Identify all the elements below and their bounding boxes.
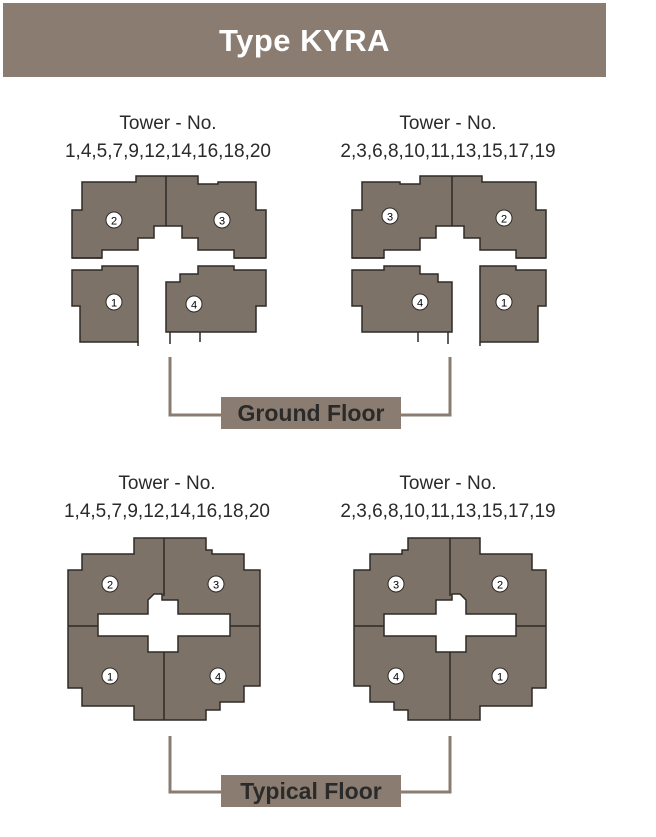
unit-badges: 2 3 1 4 bbox=[101, 575, 227, 685]
unit-number: 2 bbox=[497, 580, 503, 592]
unit-badges: 2 3 1 4 bbox=[105, 211, 231, 313]
tower-numbers: 1,4,5,7,9,12,14,16,18,20 bbox=[63, 501, 270, 522]
unit-number: 4 bbox=[417, 298, 423, 310]
unit-number: 1 bbox=[501, 298, 507, 310]
plan-lower-left-block bbox=[71, 265, 139, 343]
title-banner: Type KYRA bbox=[3, 3, 606, 77]
tower-numbers: 2,3,6,8,10,11,13,15,17,19 bbox=[340, 141, 556, 162]
unit-number: 3 bbox=[387, 212, 393, 224]
ground-floor-connector bbox=[168, 357, 452, 417]
tower-title: Tower - No. bbox=[118, 473, 216, 494]
unit-number: 3 bbox=[213, 580, 219, 592]
tower-label-odd-ground: Tower - No. 1,4,5,7,9,12,14,16,18,20 bbox=[38, 110, 298, 166]
ground-floor-plan-odd: 2 3 1 4 bbox=[71, 175, 267, 346]
ground-floor-label: Ground Floor bbox=[221, 397, 401, 429]
unit-number: 2 bbox=[107, 580, 113, 592]
plan-lower-right-block bbox=[351, 265, 453, 333]
tower-title: Tower - No. bbox=[399, 113, 497, 134]
unit-badges: 3 2 4 1 bbox=[381, 207, 513, 311]
unit-number: 1 bbox=[497, 672, 503, 684]
unit-number: 1 bbox=[107, 672, 113, 684]
plan-lower-right-block bbox=[165, 265, 267, 333]
unit-badges: 3 2 4 1 bbox=[387, 575, 509, 685]
tower-title: Tower - No. bbox=[119, 113, 217, 134]
tower-label-even-ground: Tower - No. 2,3,6,8,10,11,13,15,17,19 bbox=[318, 110, 578, 166]
tower-numbers: 2,3,6,8,10,11,13,15,17,19 bbox=[340, 501, 556, 522]
unit-number: 4 bbox=[393, 672, 399, 684]
unit-number: 3 bbox=[219, 216, 225, 228]
unit-number: 4 bbox=[215, 672, 221, 684]
tower-numbers: 1,4,5,7,9,12,14,16,18,20 bbox=[64, 141, 271, 162]
unit-number: 1 bbox=[111, 298, 117, 310]
ground-floor-plan-even: 3 2 4 1 bbox=[351, 175, 547, 346]
unit-number: 2 bbox=[501, 214, 507, 226]
tower-title: Tower - No. bbox=[399, 473, 497, 494]
unit-number: 3 bbox=[393, 580, 399, 592]
typical-floor-plan-even: 3 2 4 1 bbox=[353, 537, 547, 721]
plan-upper-block bbox=[351, 175, 547, 259]
unit-number: 4 bbox=[191, 300, 197, 312]
typical-floor-connector bbox=[168, 736, 452, 794]
unit-number: 2 bbox=[111, 216, 117, 228]
page-title: Type KYRA bbox=[218, 23, 390, 58]
plan-lower-left-block bbox=[479, 265, 547, 343]
typical-floor-plan-odd: 2 3 1 4 bbox=[67, 537, 261, 721]
tower-label-odd-typical: Tower - No. 1,4,5,7,9,12,14,16,18,20 bbox=[37, 470, 297, 526]
tower-label-even-typical: Tower - No. 2,3,6,8,10,11,13,15,17,19 bbox=[318, 470, 578, 526]
typical-floor-label: Typical Floor bbox=[221, 775, 401, 807]
plan-upper-block bbox=[71, 175, 267, 259]
